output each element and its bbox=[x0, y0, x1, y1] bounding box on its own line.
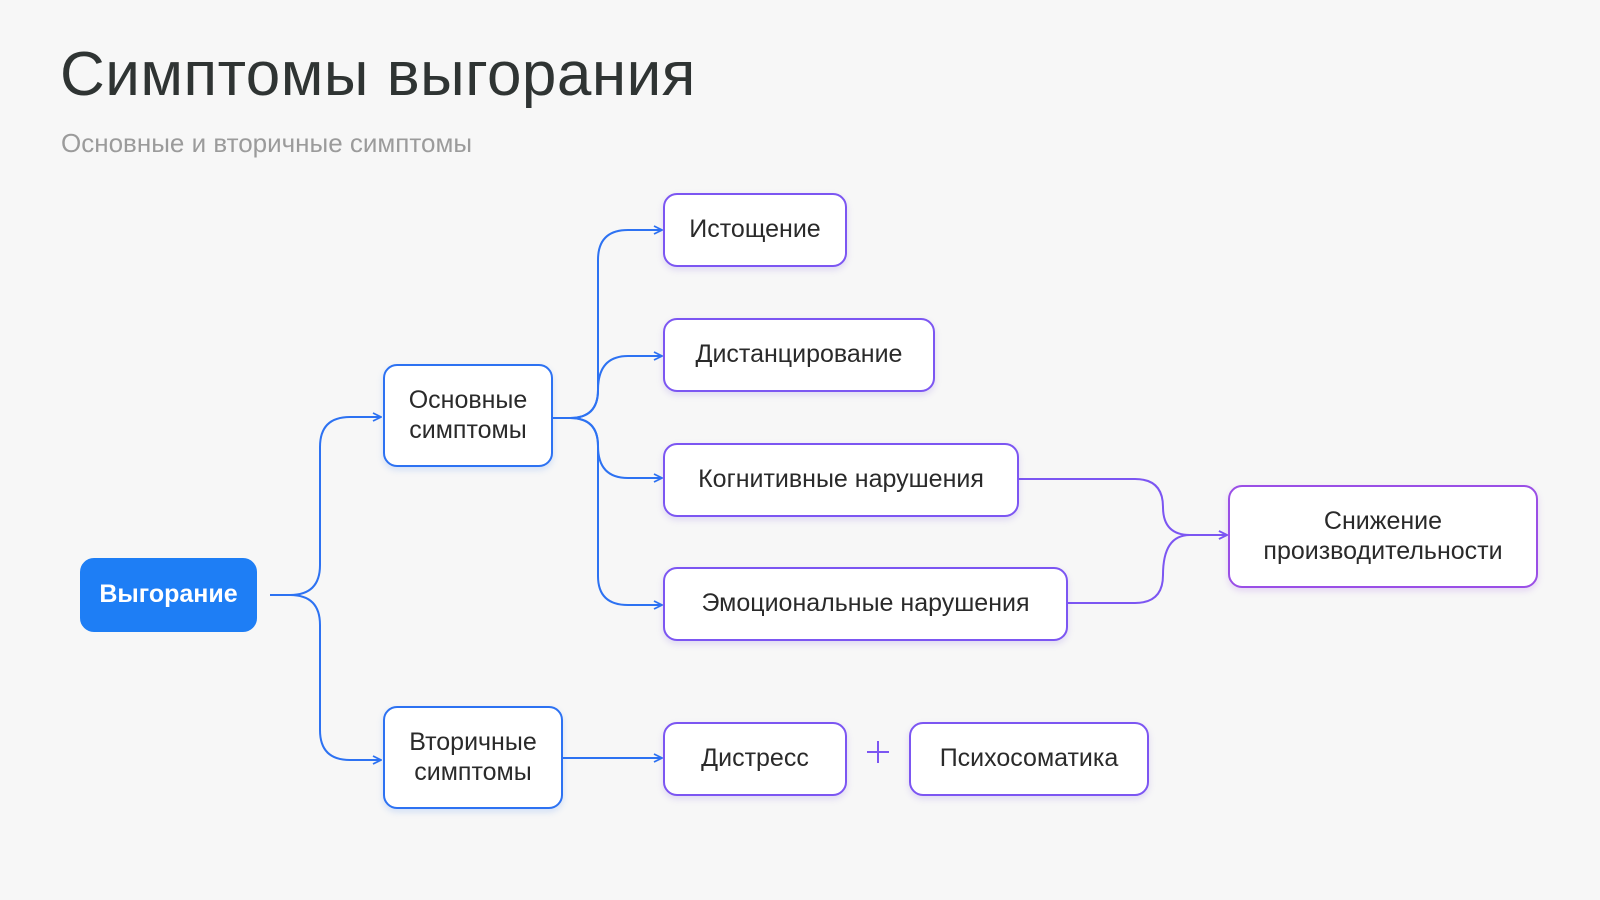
node-reduced-performance[interactable]: Снижение производительности bbox=[1228, 485, 1538, 588]
node-reduced-performance-line1: Снижение bbox=[1323, 507, 1443, 536]
node-reduced-performance-text: Снижение производительности bbox=[1263, 507, 1502, 566]
link-primary-distancing bbox=[552, 356, 662, 419]
link-root-secondary bbox=[270, 594, 381, 760]
node-exhaustion[interactable]: Истощение bbox=[663, 193, 847, 267]
node-primary-symptoms[interactable]: Основные симптомы bbox=[383, 364, 553, 467]
link-primary-cognitive bbox=[552, 417, 662, 478]
page-title: Симптомы выгорания bbox=[60, 40, 696, 109]
node-cognitive-impairment-label: Когнитивные нарушения bbox=[698, 465, 984, 494]
node-secondary-symptoms-text: Вторичные симптомы bbox=[409, 728, 537, 787]
node-burnout-label: Выгорание bbox=[99, 580, 238, 609]
node-distress-label: Дистресс bbox=[701, 744, 809, 773]
node-exhaustion-label: Истощение bbox=[689, 215, 821, 244]
node-cognitive-impairment[interactable]: Когнитивные нарушения bbox=[663, 443, 1019, 517]
node-reduced-performance-line2: производительности bbox=[1263, 536, 1503, 565]
node-psychosomatics-label: Психосоматика bbox=[939, 744, 1119, 773]
node-primary-symptoms-line1: Основные bbox=[408, 386, 528, 415]
node-psychosomatics[interactable]: Психосоматика bbox=[909, 722, 1149, 796]
link-emotional-performance bbox=[1067, 535, 1227, 604]
link-primary-emotional bbox=[552, 417, 662, 605]
node-secondary-symptoms[interactable]: Вторичные симптомы bbox=[383, 706, 563, 809]
node-secondary-symptoms-line2: симптомы bbox=[414, 757, 532, 786]
node-distancing[interactable]: Дистанцирование bbox=[663, 318, 935, 392]
node-distancing-label: Дистанцирование bbox=[695, 340, 903, 369]
node-emotional-impairment-label: Эмоциональные нарушения bbox=[701, 589, 1030, 618]
node-emotional-impairment[interactable]: Эмоциональные нарушения bbox=[663, 567, 1068, 641]
link-root-primary bbox=[270, 417, 381, 596]
link-cognitive-performance bbox=[1018, 478, 1227, 535]
node-burnout[interactable]: Выгорание bbox=[80, 558, 257, 632]
node-primary-symptoms-text: Основные симптомы bbox=[409, 386, 528, 445]
node-distress[interactable]: Дистресс bbox=[663, 722, 847, 796]
link-primary-exhaustion bbox=[552, 230, 662, 419]
node-primary-symptoms-line2: симптомы bbox=[409, 415, 527, 444]
node-secondary-symptoms-line1: Вторичные bbox=[409, 728, 537, 757]
page-subtitle: Основные и вторичные симптомы bbox=[61, 128, 473, 158]
plus-icon bbox=[864, 738, 892, 766]
